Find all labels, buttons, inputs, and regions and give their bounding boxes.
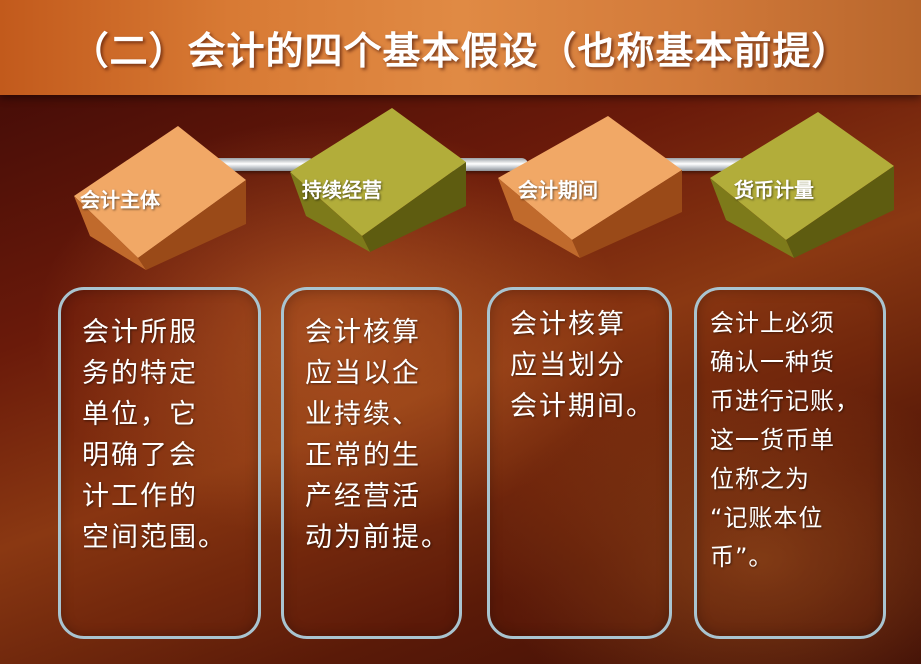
text-line: 币”。 (710, 543, 774, 571)
cube-monetary-measurement: 货币计量 (706, 108, 906, 268)
text-line: 会计核算 (305, 317, 421, 348)
text-line: 单位，它 (82, 399, 198, 430)
card-text-accounting-period: 会计核算 应当划分 会计期间。 (510, 304, 655, 427)
text-line: 动为前提。 (305, 522, 450, 553)
text-line: 确认一种货 (710, 348, 835, 376)
title-bar: （二）会计的四个基本假设（也称基本前提） (0, 0, 921, 95)
card-accounting-period: 会计核算 应当划分 会计期间。 (487, 287, 672, 639)
text-line: “记账本位 (710, 504, 824, 532)
text-line: 产经营活 (305, 481, 421, 512)
cube-label-accounting-period: 会计期间 (518, 178, 598, 202)
text-line: 位称之为 (710, 465, 810, 493)
text-line: 空间范围。 (82, 522, 227, 553)
card-accounting-entity: 会计所服 务的特定 单位，它 明确了会 计工作的 空间范围。 (58, 287, 261, 639)
card-going-concern: 会计核算 应当以企 业持续、 正常的生 产经营活 动为前提。 (281, 287, 462, 639)
cube-going-concern-shape (290, 108, 466, 252)
text-line: 正常的生 (305, 440, 421, 471)
card-text-going-concern: 会计核算 应当以企 业持续、 正常的生 产经营活 动为前提。 (305, 312, 450, 558)
slide-title: （二）会计的四个基本假设（也称基本前提） (70, 29, 851, 73)
text-line: 会计期间。 (510, 391, 655, 422)
cube-label-accounting-entity: 会计主体 (80, 188, 160, 212)
cube-label-going-concern: 持续经营 (302, 178, 382, 202)
text-line: 币进行记账， (710, 387, 860, 415)
text-line: 会计核算 (510, 309, 626, 340)
cube-accounting-period-shape (498, 116, 682, 258)
text-line: 应当划分 (510, 350, 626, 381)
text-line: 这一货币单 (710, 426, 835, 454)
text-line: 会计上必须 (710, 309, 835, 337)
cube-going-concern: 持续经营 (280, 102, 480, 262)
cube-accounting-entity: 会计主体 (60, 118, 260, 278)
text-line: 务的特定 (82, 358, 198, 389)
card-text-accounting-entity: 会计所服 务的特定 单位，它 明确了会 计工作的 空间范围。 (82, 312, 227, 558)
card-text-monetary-measurement: 会计上必须 确认一种货 币进行记账， 这一货币单 位称之为 “记账本位 币”。 (710, 304, 860, 577)
cube-label-monetary-measurement: 货币计量 (734, 178, 814, 202)
cube-monetary-measurement-shape (710, 112, 894, 258)
text-line: 明确了会 (82, 440, 198, 471)
text-line: 计工作的 (82, 481, 198, 512)
card-monetary-measurement: 会计上必须 确认一种货 币进行记账， 这一货币单 位称之为 “记账本位 币”。 (694, 287, 886, 639)
cube-accounting-entity-shape (74, 126, 246, 270)
text-line: 应当以企 (305, 358, 421, 389)
text-line: 会计所服 (82, 317, 198, 348)
text-line: 业持续、 (305, 399, 421, 430)
cube-accounting-period: 会计期间 (492, 108, 692, 268)
